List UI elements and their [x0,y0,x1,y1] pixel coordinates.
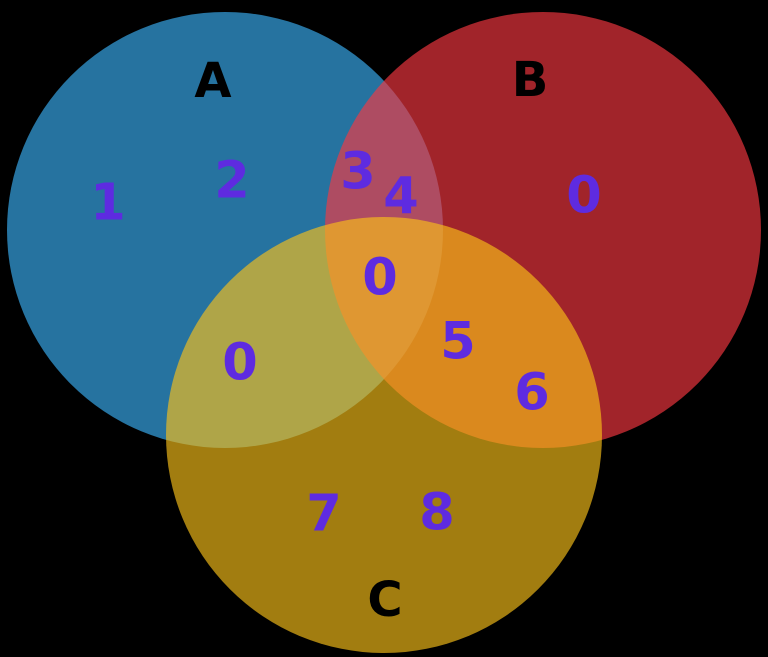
set-c-label: C [367,572,402,628]
number-bc-5: 5 [440,313,476,372]
number-bc-6: 6 [514,364,550,423]
number-ab-3: 3 [340,143,376,202]
number-ac-0: 0 [222,334,258,393]
number-b-only-0: 0 [566,167,602,226]
number-a-only-1: 1 [90,174,126,233]
set-c-circle [166,217,602,653]
number-c-only-8: 8 [419,484,455,543]
set-a-label: A [194,53,231,109]
set-b-label: B [512,52,549,108]
number-c-only-7: 7 [306,485,342,544]
number-a-only-2: 2 [214,152,250,211]
number-abc-0: 0 [362,249,398,308]
number-ab-4: 4 [383,168,419,227]
